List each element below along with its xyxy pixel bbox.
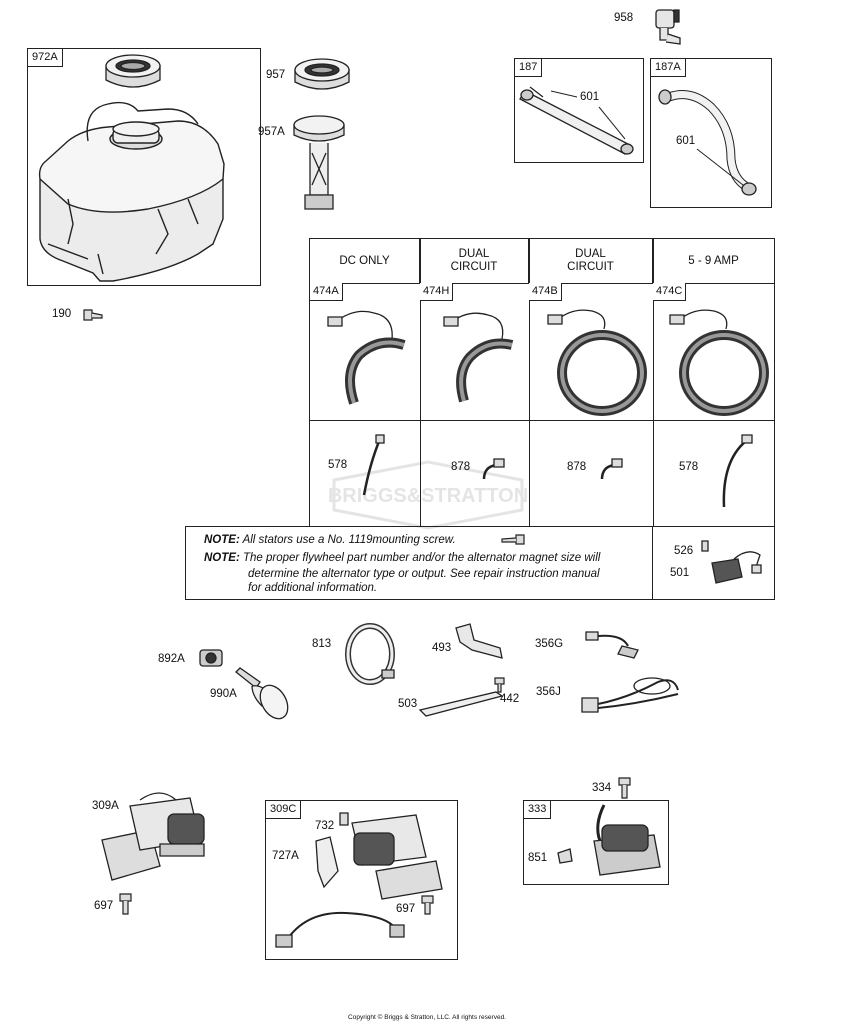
fuel-line-box-187: 187 [514,58,644,163]
stator-table: DC ONLY DUAL CIRCUIT DUAL CIRCUIT 5 - 9 … [309,238,775,527]
table-rule [310,420,774,421]
clamp-813-drawing [342,620,402,690]
label-190: 190 [52,308,72,320]
table-rule [529,239,530,526]
stator-header-0: DC ONLY [310,239,420,283]
label-958: 958 [614,12,634,24]
note-label: NOTE: [204,534,240,546]
fuel-tank-drawing [28,49,262,287]
fuel-cap-957-drawing [292,56,352,96]
stator-474a-drawing [324,303,414,413]
label-851: 851 [528,852,548,864]
screw-697-a-drawing [118,892,134,916]
wire-878-b-drawing [596,455,626,485]
stator-474h-drawing [434,303,524,413]
ignition-coil-309a-drawing [100,780,220,890]
connector-892a-drawing [196,646,230,672]
stator-code-474c: 474C [653,283,687,301]
label-356j: 356J [536,686,561,698]
label-697-b: 697 [396,903,416,915]
label-697-a: 697 [94,900,114,912]
ignition-coil-box-309c: 309C [265,800,458,960]
note-divider [652,527,653,599]
harness-356j-drawing [578,668,688,718]
label-601-b: 601 [676,135,696,147]
watermark-text: BRIGGS&STRATTON [328,485,528,507]
label-493: 493 [432,642,452,654]
label-503: 503 [398,698,418,710]
wire-578-b-drawing [708,433,758,513]
note-box: NOTE: All stators use a No. 1119mounting… [185,526,775,600]
label-526: 526 [674,545,694,557]
fuel-line-box-187a: 187A [650,58,772,208]
box-tag-187a: 187A [651,59,686,77]
label-442: 442 [500,693,520,705]
label-334: 334 [592,782,612,794]
stator-474b-drawing [542,299,652,419]
screw-697-b-drawing [420,894,436,916]
fuel-gauge-cap-957a-drawing [292,113,346,213]
note-2-text-a: The proper flywheel part number and/or t… [242,552,601,564]
note-1-text: All stators use a No. 1119mounting screw… [242,534,456,546]
label-727a: 727A [272,850,299,862]
table-rule [653,239,654,526]
stator-code-474b: 474B [529,283,562,301]
fuel-tank-box: 972A [27,48,261,286]
fuel-line-187a-drawing [651,59,773,209]
stator-474c-drawing [664,299,774,419]
fuel-valve-958-drawing [646,8,686,48]
screw-190-drawing [82,306,104,326]
copyright-text: Copyright © Briggs & Stratton, LLC. All … [348,1014,506,1021]
regulator-501-drawing [698,537,768,587]
label-957: 957 [266,69,286,81]
fuel-cap-972a-drawing [103,52,163,94]
harness-356g-drawing [582,628,642,662]
ignition-coil-333-drawing [524,801,670,886]
ignition-coil-309c-drawing [266,801,459,961]
stator-header-1: DUAL CIRCUIT [420,239,529,283]
label-732: 732 [315,820,335,832]
label-578-b: 578 [679,461,699,473]
label-990a: 990A [210,688,237,700]
stator-header-3: 5 - 9 AMP [653,239,774,283]
stator-header-text: DC ONLY [339,254,390,267]
note-2-line-c: for additional information. [248,582,378,594]
note-1: NOTE: All stators use a No. 1119mounting… [204,533,456,547]
label-578-a: 578 [328,459,348,471]
label-601-a: 601 [580,91,600,103]
note-label: NOTE: [204,552,240,564]
mounting-screw-drawing [498,533,528,547]
label-813: 813 [312,638,332,650]
box-tag-309c: 309C [266,801,302,819]
ignition-coil-box-333: 333 [523,800,669,885]
stator-header-text: 5 - 9 AMP [688,254,739,267]
box-tag-333: 333 [524,801,552,819]
stator-code-474h: 474H [420,283,454,301]
table-rule [420,239,421,526]
note-2: NOTE: The proper flywheel part number an… [204,551,600,565]
screw-442-drawing [492,676,508,694]
wire-878-a-drawing [478,455,508,485]
note-2-line-b: determine the alternator type or output.… [248,568,600,580]
box-tag-187: 187 [515,59,543,77]
stator-code-474a: 474A [310,283,343,301]
label-309a: 309A [92,800,119,812]
brand-watermark: BRIGGS&STRATTON [328,460,528,530]
stator-header-text: DUAL CIRCUIT [450,248,498,273]
box-tag-972a: 972A [28,49,63,67]
label-501: 501 [670,567,690,579]
label-957a: 957A [258,126,285,138]
screw-334-drawing [618,776,632,800]
label-892a: 892A [158,653,185,665]
label-356g: 356G [535,638,564,650]
strap-503-drawing [416,688,506,718]
stator-header-text: DUAL CIRCUIT [567,248,614,273]
fuel-line-187-drawing [515,59,645,164]
knob-990a-drawing [232,666,292,726]
wire-578-a-drawing [350,433,390,503]
bracket-493-drawing [452,620,508,664]
label-878-a: 878 [451,461,471,473]
stator-header-2: DUAL CIRCUIT [529,239,653,283]
label-878-b: 878 [567,461,587,473]
